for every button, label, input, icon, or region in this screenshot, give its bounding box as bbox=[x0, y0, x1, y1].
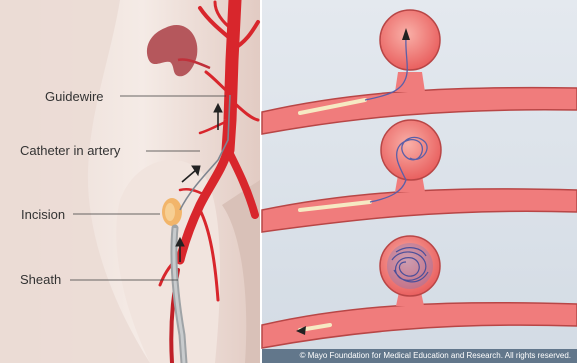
label-guidewire: Guidewire bbox=[45, 89, 104, 104]
right-panel bbox=[262, 0, 577, 363]
aneurysm-2 bbox=[381, 120, 441, 180]
label-sheath: Sheath bbox=[20, 272, 61, 287]
label-catheter-in-artery: Catheter in artery bbox=[20, 143, 120, 158]
label-incision: Incision bbox=[21, 207, 65, 222]
left-panel bbox=[0, 0, 260, 363]
copyright-bar: © Mayo Foundation for Medical Education … bbox=[262, 349, 577, 363]
incision-highlight bbox=[165, 203, 175, 221]
